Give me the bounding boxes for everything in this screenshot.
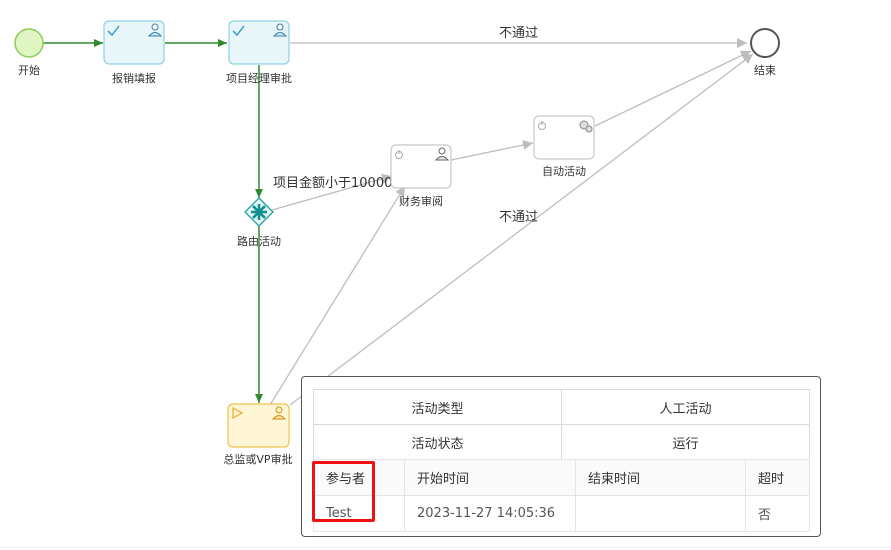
task-pm[interactable]: 项目经理审批 [226,20,292,85]
user-icon [271,406,287,420]
participant-cell: Test [313,495,405,532]
participant-highlight-box [312,461,375,522]
edge-vp-to-finance [269,185,406,406]
edge-auto-to-end [594,50,752,127]
edge-router-to-finance [271,173,393,211]
user-icon [272,23,288,37]
power-icon [395,150,403,159]
task-pm-label: 项目经理审批 [226,71,292,85]
activity-type-value: 人工活动 [561,389,810,425]
participant-header-row: 参与者 开始时间 结束时间 超时 [313,459,810,496]
gear-icon [579,120,593,133]
edge-finance-to-auto [450,140,534,161]
task-finance[interactable]: 财务审阅 [390,144,452,208]
task-fill[interactable]: 报销填报 [103,20,165,85]
activity-status-key: 活动状态 [313,424,562,460]
end-label: 结束 [754,64,776,77]
participant-table: 参与者 开始时间 结束时间 超时 Test 2023-11-27 14:05:3… [313,459,810,532]
participant-section: 参与者 开始时间 结束时间 超时 Test 2023-11-27 14:05:3… [313,459,810,532]
edge-label-reject-top: 不通过 [499,26,538,41]
activity-status-value: 运行 [561,424,810,460]
task-vp[interactable]: 总监或VP审批 [223,403,293,466]
activity-tooltip: 活动类型 人工活动 活动状态 运行 参与者 开始时间 结束时间 超时 Test … [301,376,821,537]
end-time-cell [575,495,746,532]
row-activity-status: 活动状态 运行 [313,424,810,460]
col-timeout: 超时 [745,459,810,496]
row-activity-type: 活动类型 人工活动 [313,389,810,425]
task-fill-label: 报销填报 [112,71,156,85]
edge-vp-to-end [289,53,754,406]
power-icon [538,121,546,130]
check-icon [107,25,120,37]
task-auto-label: 自动活动 [542,165,586,178]
task-auto[interactable]: 自动活动 [533,115,595,178]
start-label: 开始 [18,63,40,77]
router-gateway[interactable]: 路由活动 [237,197,281,248]
col-end-time: 结束时间 [575,459,746,496]
activity-info-table: 活动类型 人工活动 活动状态 运行 [313,389,810,460]
divider [0,547,891,548]
user-icon [434,147,450,161]
start-time-cell: 2023-11-27 14:05:36 [404,495,576,532]
timeout-cell: 否 [745,495,810,532]
table-row: Test 2023-11-27 14:05:36 否 [313,495,810,532]
col-start-time: 开始时间 [404,459,576,496]
activity-type-key: 活动类型 [313,389,562,425]
asterisk-icon [251,204,267,220]
edge-label-amount: 项目金额小于10000 [273,175,392,191]
edge-label-reject-mid: 不通过 [499,210,538,225]
router-label: 路由活动 [237,234,281,248]
user-icon [147,23,163,37]
start-event[interactable]: 开始 [14,28,44,77]
check-icon [232,25,245,37]
task-finance-label: 财务审阅 [399,194,443,208]
end-event[interactable]: 结束 [750,28,780,77]
task-vp-label: 总监或VP审批 [223,452,292,466]
inactive-edges [269,38,754,406]
active-edges [43,39,263,403]
play-icon [232,406,244,420]
col-participant: 参与者 [313,459,405,496]
